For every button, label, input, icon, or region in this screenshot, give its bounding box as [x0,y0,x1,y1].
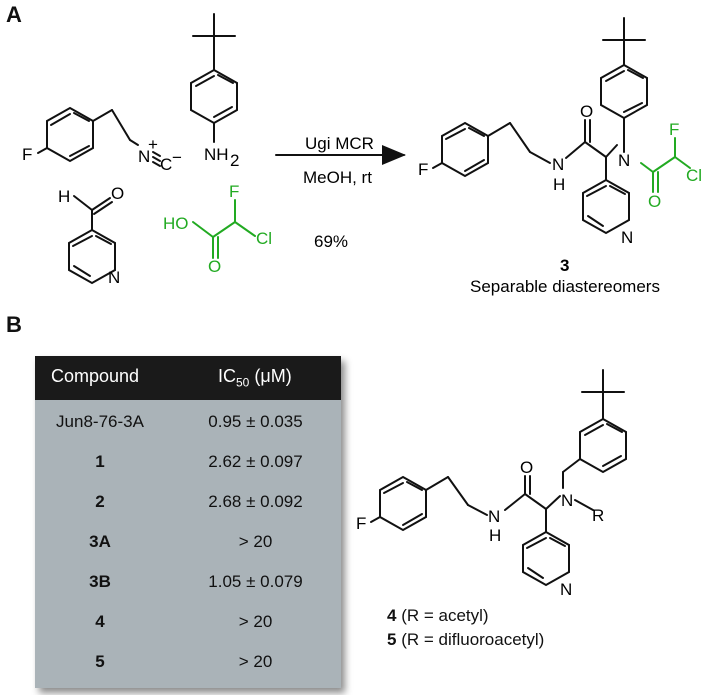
table-row: Jun8-76-3A 0.95 ± 0.035 [35,404,341,440]
ic50-cell: 2.62 ± 0.097 [208,452,303,471]
compound-cell: 3A [89,532,111,551]
atom-label: N [561,491,573,510]
atom-label: N [552,155,564,174]
atom-label: O [208,257,221,276]
table-row: 3B 1.05 ± 0.079 [35,564,341,600]
ic50-cell: > 20 [238,652,273,671]
atom-label: N [560,580,572,599]
table-row: 1 2.62 ± 0.097 [35,444,341,480]
panel-label-a: A [6,2,22,27]
compound-cell: 5 [95,652,105,671]
product-3-structure [432,17,648,235]
ic50-cell: 1.05 ± 0.079 [208,572,303,591]
atom-label: H [489,526,501,545]
table-row: 3A > 20 [35,524,341,560]
atom-label: N [621,228,633,247]
table-body: Jun8-76-3A 0.95 ± 0.035 1 2.62 ± 0.097 2… [35,400,341,688]
atom-label: N [108,268,120,287]
compound-cell: 1 [95,452,105,471]
compound-5-caption: 5 (R = difluoroacetyl) [387,630,545,649]
atom-label: F [229,182,239,201]
product-number: 3 [560,256,569,275]
atom-label: Cl [256,229,272,248]
ic50-cell: > 20 [238,612,273,631]
atom-label: H [553,175,565,194]
atom-label: C [160,155,172,174]
column-header-ic50: IC50 (μM) [218,366,292,390]
pyridine-aldehyde-structure [68,195,116,285]
charge-label: − [172,148,182,167]
isocyanide-structure [37,106,161,167]
panel-label-b: B [6,312,22,337]
atom-label: F [356,514,366,533]
atom-label: F [418,160,428,179]
atom-label: H [58,187,70,206]
charge-label: + [148,135,158,154]
table-header: Compound IC50 (μM) [35,356,341,400]
atom-label: NH [204,145,229,164]
ic50-cell: 2.68 ± 0.092 [208,492,303,511]
atom-label: N [618,151,630,170]
atom-label: O [111,184,124,203]
reaction-yield: 69% [314,232,348,251]
arrow-condition-below: MeOH, rt [303,168,372,187]
atom-label: N [488,507,500,526]
atom-label: N [138,147,150,166]
product-acyl-group [640,137,691,193]
table-row: 5 > 20 [35,644,341,680]
atom-label: HO [163,214,189,233]
compound-cell: 3B [89,572,111,591]
atom-label: F [669,120,679,139]
aniline-structure [190,13,238,143]
ic50-cell: 0.95 ± 0.035 [208,412,303,431]
compound-4-5-structure [370,369,627,587]
table-row: 4 > 20 [35,604,341,640]
atom-label: O [520,458,533,477]
atom-label: F [22,145,32,164]
atom-label: R [592,506,604,525]
product-caption: Separable diastereomers [470,277,660,296]
atom-label: Cl [686,166,702,185]
compound-4-caption: 4 (R = acetyl) [387,606,489,625]
arrow-condition-above: Ugi MCR [305,134,374,153]
atom-label: 2 [230,151,239,170]
column-header-compound: Compound [51,366,140,386]
table-row: 2 2.68 ± 0.092 [35,484,341,520]
atom-label: O [580,102,593,121]
compound-cell: Jun8-76-3A [56,412,144,431]
atom-label: O [648,192,661,211]
chlorofluoroacetic-acid-structure [192,199,256,259]
compound-cell: 2 [95,492,105,511]
compound-cell: 4 [95,612,105,631]
ic50-table: Compound IC50 (μM) Jun8-76-3A 0.95 ± 0.0… [35,356,341,688]
ic50-cell: > 20 [238,532,273,551]
